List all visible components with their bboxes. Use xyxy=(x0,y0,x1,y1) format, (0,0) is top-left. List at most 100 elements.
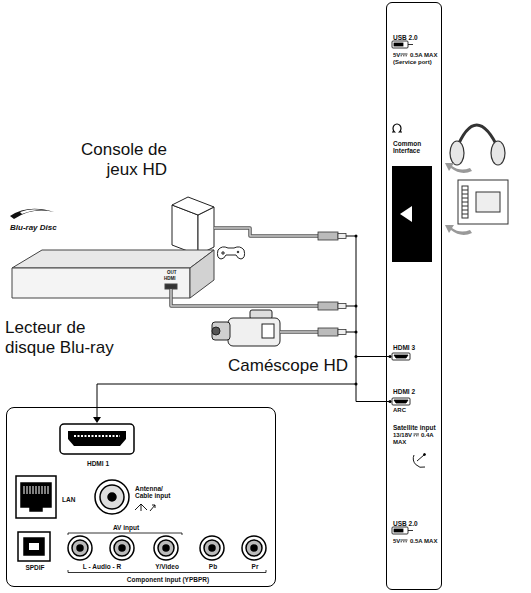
port-label: Pr xyxy=(252,563,259,570)
satellite-dish-icon xyxy=(417,455,424,461)
hdmi-plug xyxy=(318,302,338,310)
antenna-symbol xyxy=(135,504,147,511)
ci-slot xyxy=(392,166,432,262)
hdmi-port-icon xyxy=(392,398,410,405)
hdmi-port-icon xyxy=(394,400,408,403)
dc-symbol xyxy=(401,541,408,542)
antenna-jack xyxy=(108,493,116,501)
junction-dot xyxy=(355,355,358,358)
headphones xyxy=(491,141,505,165)
wire xyxy=(356,236,357,402)
port-label: USB 2.0 xyxy=(393,520,418,527)
bracket-line xyxy=(68,533,182,535)
junction-dot xyxy=(355,331,358,334)
power-rating: MAX xyxy=(393,439,406,446)
rca-jack xyxy=(68,536,92,560)
port-label: HDMI 3 xyxy=(393,344,415,351)
rca-jack xyxy=(242,536,266,560)
power-rating: 5V xyxy=(393,52,400,59)
rca-jack xyxy=(154,536,178,560)
bluray-player xyxy=(190,250,214,298)
hdmi-port-icon xyxy=(68,431,126,446)
lan-jack xyxy=(21,483,51,507)
dc-symbol xyxy=(414,434,420,435)
rca-jack xyxy=(209,545,215,551)
ci-card xyxy=(476,192,500,212)
hdmi-port-icon xyxy=(392,353,410,405)
port-label: LAN xyxy=(62,496,75,503)
cable xyxy=(214,228,318,236)
headphone-symbol xyxy=(392,124,402,132)
bracket-line xyxy=(68,570,266,573)
wire xyxy=(346,236,356,332)
bluray-player xyxy=(12,250,214,268)
camcorder xyxy=(212,310,280,346)
gamepad-icon xyxy=(221,251,225,255)
hdmi-port-icon xyxy=(392,353,410,360)
port-label: L - Audio - R xyxy=(83,563,121,570)
rca-jack xyxy=(72,540,88,556)
ci-slot xyxy=(392,166,432,262)
hdmi-plug xyxy=(318,232,338,240)
hdmi-plug xyxy=(338,330,346,335)
lan-jack xyxy=(30,505,42,511)
rca-jack xyxy=(68,536,266,560)
lan-jack xyxy=(16,476,56,518)
hdmi-port-icon xyxy=(60,424,134,454)
dc-symbol xyxy=(414,435,420,436)
hdmi-port-icon xyxy=(60,424,134,454)
headphones xyxy=(450,141,464,165)
rca-jack xyxy=(77,545,83,551)
lan-jack xyxy=(24,486,48,494)
rca-jack xyxy=(246,540,262,556)
port-label: Pb xyxy=(209,563,217,570)
wire xyxy=(97,236,390,418)
hdmi-plug xyxy=(338,304,346,309)
satellite-dish-icon xyxy=(424,454,426,456)
power-rating: 13/18V xyxy=(393,432,412,439)
wire xyxy=(97,384,356,418)
satellite-dish-icon xyxy=(413,455,425,467)
cable xyxy=(171,289,318,306)
ci-card xyxy=(458,180,508,224)
rca-jack xyxy=(251,545,257,551)
dc-symbol xyxy=(401,54,420,542)
camcorder xyxy=(212,322,230,340)
power-rating: 0.4A xyxy=(421,432,434,439)
side-panel: USB 2.05V0.5A MAX(Service port)Common In… xyxy=(386,2,442,590)
bracket-line xyxy=(68,533,266,573)
rca-jack xyxy=(163,545,169,551)
port-label: Component input (YPBPR) xyxy=(127,576,209,583)
antenna-symbol xyxy=(135,504,155,511)
dc-symbol xyxy=(401,54,408,55)
port-note: ARC xyxy=(393,407,406,414)
port-note: (Service port) xyxy=(393,59,432,66)
headphone-symbol xyxy=(392,124,402,132)
camcorder xyxy=(262,324,274,338)
antenna-symbol xyxy=(150,505,155,511)
spdif-jack xyxy=(29,543,39,550)
rca-jack xyxy=(204,540,220,556)
rear-panel: HDMI 1LANAntenna/ Cable inputAV inputSPD… xyxy=(6,407,276,587)
cable xyxy=(280,331,318,333)
junction-dot xyxy=(355,305,358,308)
satellite-dish-icon xyxy=(413,454,425,468)
device-label: Lecteur de disque Blu-ray xyxy=(5,318,130,357)
usb-port-icon xyxy=(394,529,403,532)
device-label: Caméscope HD xyxy=(228,356,348,376)
bluray-logo xyxy=(10,209,54,219)
logo-text: Blu-ray Disc xyxy=(10,223,57,232)
ci-card xyxy=(462,190,468,214)
insert-arrow xyxy=(445,225,472,235)
port-label: Common Interface xyxy=(393,140,435,155)
game-console xyxy=(172,197,214,255)
gamepad-icon xyxy=(217,247,244,259)
headphones xyxy=(450,125,505,165)
spdif-jack xyxy=(18,532,50,561)
bluray-player xyxy=(12,250,214,298)
game-console xyxy=(172,197,214,215)
rca-jack xyxy=(158,540,174,556)
port-label: Antenna/ Cable input xyxy=(135,485,181,500)
dc-symbol xyxy=(401,540,408,541)
cable xyxy=(214,228,318,236)
